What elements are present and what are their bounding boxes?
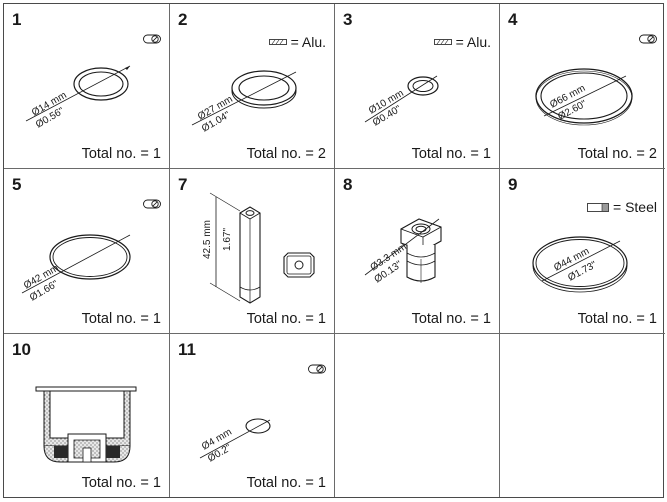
total-count: Total no. = 1 [246,475,326,491]
armature-cup-section-drawing [35,386,137,463]
o-ring-section-icon [143,199,161,209]
o-ring-drawing: Ø14 mm Ø0.56" [25,65,131,131]
part-cell-5: 5 Ø42 mm Ø1.66" Total no. = 1 [4,169,170,334]
material-legend [639,34,657,44]
part-number: 3 [343,10,353,29]
hex-spacer-drawing: 42.5 mm 1.67" [202,192,315,304]
total-count: Total no. = 1 [81,475,161,491]
steel-ring-drawing: Ø44 mm Ø1.73" [532,236,628,293]
part-cell-11: 11 Ø4 mm Ø0.2" Total no. = 1 [170,334,335,497]
o-ring-section-icon [308,364,326,374]
steel-ring-section-icon [587,202,609,212]
total-count: Total no. = 2 [577,146,657,162]
thin-o-ring-drawing: Ø42 mm Ø1.66" [21,234,131,304]
total-count: Total no. = 1 [577,311,657,327]
part-cell-1: 1 Ø14 mm Ø0.56" Total no. = 1 [4,4,170,169]
dimension-mm: 42.5 mm [202,220,213,259]
total-count: Total no. = 1 [81,146,161,162]
part-number: 4 [508,10,518,29]
part-cell-8: 8 Ø3.3 mm Ø0.13" Total no. = 1 [335,169,500,334]
part-number: 5 [12,175,22,194]
material-label: = Alu. [290,34,326,50]
part-cell-2: 2 = Alu. Ø27 mm Ø1.04" Total no. = 2 [170,4,335,169]
total-count: Total no. = 2 [246,146,326,162]
small-o-ring-drawing: Ø4 mm Ø0.2" [199,418,271,465]
large-o-ring-drawing: Ø66 mm Ø2.60" [535,68,633,126]
material-legend: = Alu. [433,34,491,50]
flat-gasket-drawing: Ø27 mm Ø1.04" [191,70,297,135]
material-legend [143,199,161,209]
total-count: Total no. = 1 [81,311,161,327]
o-ring-section-icon [143,34,161,44]
part-number: 1 [12,10,22,29]
empty-cell [500,334,665,497]
small-gasket-drawing: Ø10 mm Ø0.40" [364,75,439,129]
parts-grid: 1 Ø14 mm Ø0.56" Total no. = 1 2 = Alu. Ø… [3,3,665,498]
total-count: Total no. = 1 [246,311,326,327]
part-cell-4: 4 Ø66 mm Ø2.60" Total no. = 2 [500,4,665,169]
flat-gasket-section-icon [268,39,287,45]
part-number: 10 [12,340,31,359]
part-number: 9 [508,175,518,194]
material-legend: = Alu. [268,34,326,50]
material-legend [143,34,161,44]
part-number: 2 [178,10,188,29]
total-count: Total no. = 1 [411,146,491,162]
part-cell-9: 9 = Steel Ø44 mm Ø1.73" Total no. = 1 [500,169,665,334]
material-label: = Alu. [455,34,491,50]
part-number: 11 [178,340,196,359]
material-legend [308,364,326,374]
part-cell-3: 3 = Alu. Ø10 mm Ø0.40" Total no. = 1 [335,4,500,169]
part-cell-7: 7 42.5 mm 1.67" Total no. = 1 [170,169,335,334]
flat-gasket-section-icon [433,39,452,45]
nozzle-fitting-drawing: Ø3.3 mm Ø0.13" [364,218,442,285]
part-number: 7 [178,175,188,194]
empty-cell [335,334,500,497]
dimension-inch: 1.67" [222,228,233,251]
material-legend: = Steel [587,199,657,215]
total-count: Total no. = 1 [411,311,491,327]
o-ring-section-icon [639,34,657,44]
part-cell-10: 10 Total no. = 1 [4,334,170,497]
material-label: = Steel [613,199,657,215]
part-number: 8 [343,175,353,194]
